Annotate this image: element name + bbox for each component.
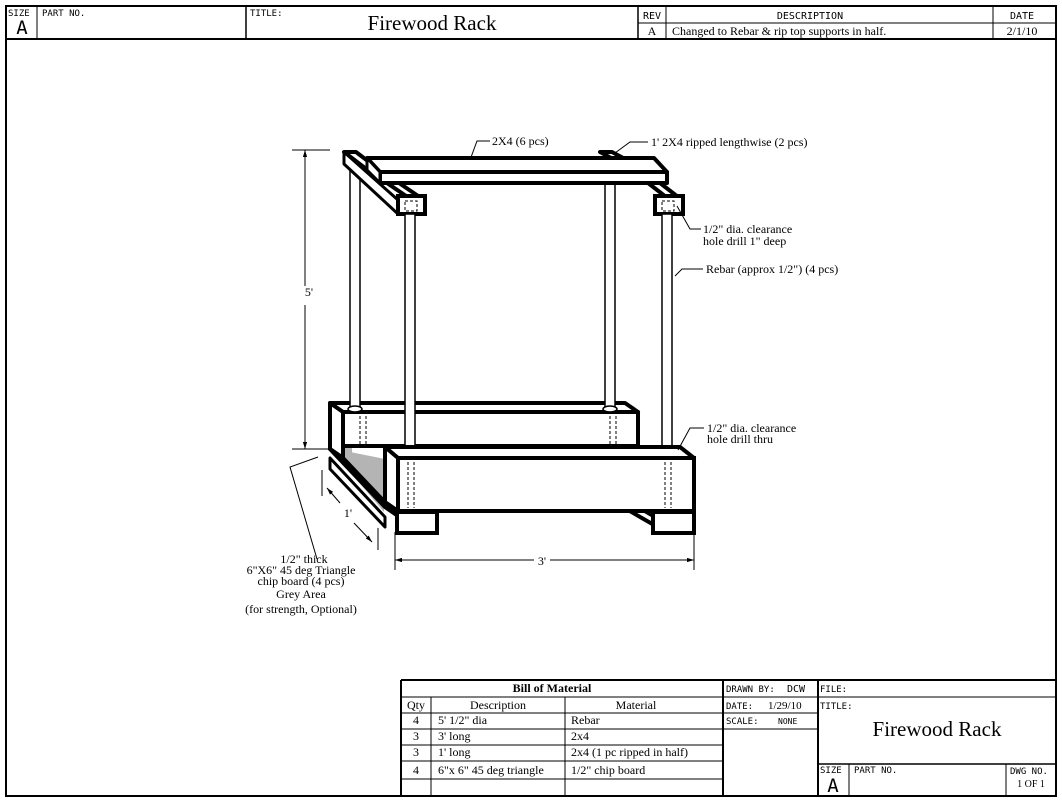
sheet-number: 1 OF 1 [1017, 779, 1045, 790]
rev-header: REV [643, 11, 661, 22]
rev-description: Changed to Rebar & rip top supports in h… [672, 24, 886, 38]
bom-header-description: Description [470, 698, 526, 712]
size-label: SIZE [8, 9, 30, 19]
date-header: DATE [1010, 11, 1034, 22]
rebar-front-left [404, 213, 416, 453]
bom-row-description: 5' 1/2" dia [438, 713, 488, 727]
callout-top-boards: 2X4 (6 pcs) [492, 134, 549, 148]
title-label: TITLE: [250, 9, 283, 19]
callout-triangle-line2: 6"X6" 45 deg Triangle [247, 563, 356, 577]
size-value: A [16, 17, 28, 39]
date-value: 1/29/10 [768, 700, 802, 712]
bom-row-material: Rebar [571, 713, 600, 727]
bottom-title-label: TITLE: [820, 702, 853, 712]
height-dimension: 5' [305, 285, 313, 299]
rebar-back-right [604, 162, 616, 410]
callout-bottom-hole-line1: 1/2" dia. clearance [707, 421, 796, 435]
bom-row-qty: 4 [413, 763, 419, 777]
callout-labels: 2X4 (6 pcs) 1' 2X4 ripped lengthwise (2 … [245, 134, 838, 616]
bom-row-qty: 3 [413, 729, 419, 743]
callout-top-hole-line2: hole drill 1" deep [703, 234, 786, 248]
bottom-title-block: DRAWN BY: DCW DATE: 1/29/10 SCALE: NONE … [723, 680, 1056, 797]
bom-row-description: 1' long [438, 745, 471, 759]
rev-value: A [648, 24, 657, 38]
bom-header-material: Material [616, 698, 657, 712]
bottom-size-value: A [827, 775, 839, 797]
drawing-title: Firewood Rack [368, 11, 497, 35]
callout-rebar: Rebar (approx 1/2") (4 pcs) [706, 262, 838, 276]
description-header: DESCRIPTION [777, 11, 843, 22]
callout-triangle-line5: (for strength, Optional) [245, 602, 357, 616]
callout-ripped-boards: 1' 2X4 ripped lengthwise (2 pcs) [651, 135, 807, 149]
bom-row-material: 2x4 [571, 729, 589, 743]
scale-value: NONE [778, 717, 797, 726]
front-right-foot [651, 510, 696, 535]
top-boards [342, 150, 685, 216]
callout-triangle-line1: 1/2" thick [280, 552, 327, 566]
callout-bottom-hole-line2: hole drill thru [707, 432, 773, 446]
dimensions [292, 149, 695, 570]
drawn-by-label: DRAWN BY: [726, 685, 775, 695]
bom-row-description: 3' long [438, 729, 471, 743]
bom-row-description: 6"x 6" 45 deg triangle [438, 763, 544, 777]
scale-label: SCALE: [726, 717, 759, 727]
bom-row-material: 1/2" chip board [571, 763, 645, 777]
dwg-no-label: DWG NO. [1010, 767, 1048, 777]
bottom-size-label: SIZE [820, 766, 842, 776]
rebar-back-left [349, 162, 361, 410]
top-title-block: SIZE A PART NO. TITLE: Firewood Rack REV… [6, 7, 1056, 40]
callout-triangle-line4: Grey Area [276, 587, 326, 601]
rev-date: 2/1/10 [1007, 24, 1038, 38]
bom-header-qty: Qty [407, 698, 425, 712]
bom-row-qty: 4 [413, 713, 419, 727]
callout-leaders [289, 140, 704, 560]
bom-title: Bill of Material [513, 681, 592, 695]
date-label: DATE: [726, 702, 753, 712]
part-no-label: PART NO. [42, 9, 85, 19]
bottom-part-no-label: PART NO. [854, 766, 897, 776]
depth-dimension: 1' [344, 506, 352, 520]
bottom-drawing-title: Firewood Rack [873, 717, 1002, 741]
bom-row-material: 2x4 (1 pc ripped in half) [571, 745, 688, 759]
callout-triangle-line3: chip board (4 pcs) [258, 574, 345, 588]
front-base-board [383, 445, 696, 513]
bom-row-qty: 3 [413, 745, 419, 759]
callout-top-hole-line1: 1/2" dia. clearance [703, 222, 792, 236]
width-dimension: 3' [538, 554, 546, 568]
firewood-rack-drawing [328, 150, 696, 535]
bill-of-material: Bill of Material Qty Description Materia… [400, 679, 1056, 796]
sheet-border [5, 5, 1057, 797]
drawn-by-value: DCW [787, 684, 806, 695]
rebar-front-right [661, 213, 673, 453]
front-left-foot [395, 510, 439, 535]
file-label: FILE: [820, 685, 847, 695]
